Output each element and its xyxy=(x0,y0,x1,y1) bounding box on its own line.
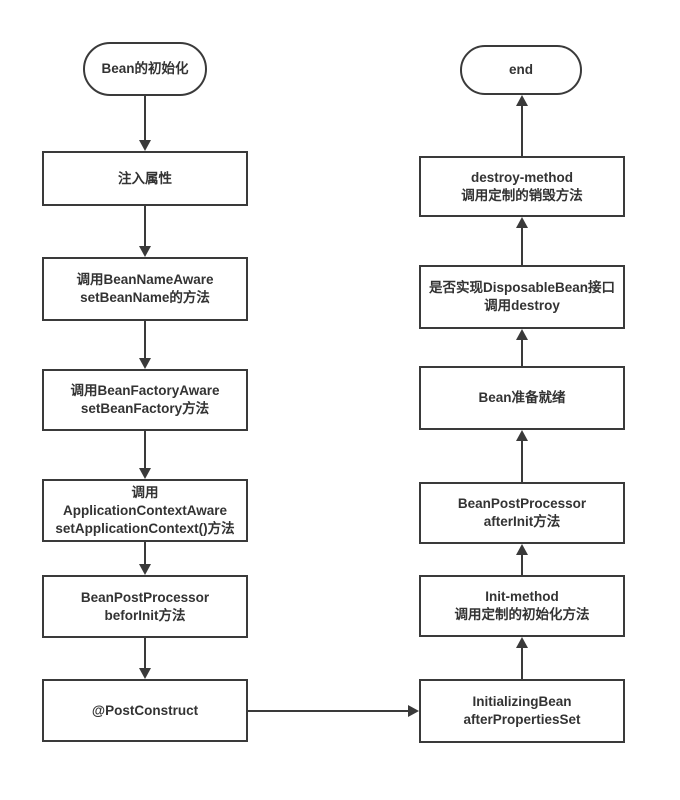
arrow-down-icon xyxy=(139,564,151,575)
node-bean-ready: Bean准备就绪 xyxy=(419,366,625,430)
flow-arrow-line xyxy=(144,206,146,246)
arrow-down-icon xyxy=(139,668,151,679)
flow-arrow-line xyxy=(144,321,146,358)
node-start-bean-init: Bean的初始化 xyxy=(83,42,207,96)
flow-arrow-line xyxy=(144,638,146,668)
arrow-up-icon xyxy=(516,430,528,441)
arrow-right-icon xyxy=(408,705,419,717)
flow-arrow-line xyxy=(521,340,523,366)
arrow-up-icon xyxy=(516,217,528,228)
node-application-context-aware: 调用 ApplicationContextAware setApplicatio… xyxy=(42,479,248,542)
arrow-up-icon xyxy=(516,544,528,555)
node-init-method: Init-method 调用定制的初始化方法 xyxy=(419,575,625,637)
flow-arrow-line xyxy=(144,96,146,140)
arrow-down-icon xyxy=(139,140,151,151)
node-post-construct: @PostConstruct xyxy=(42,679,248,742)
flow-arrow-line xyxy=(521,228,523,265)
arrow-down-icon xyxy=(139,468,151,479)
flow-arrow-line xyxy=(521,648,523,679)
node-bean-name-aware: 调用BeanNameAware setBeanName的方法 xyxy=(42,257,248,321)
node-initializing-bean: InitializingBean afterPropertiesSet xyxy=(419,679,625,743)
arrow-down-icon xyxy=(139,358,151,369)
arrow-down-icon xyxy=(139,246,151,257)
node-end: end xyxy=(460,45,582,95)
flow-arrow-line xyxy=(248,710,408,712)
node-bean-factory-aware: 调用BeanFactoryAware setBeanFactory方法 xyxy=(42,369,248,431)
node-disposable-bean: 是否实现DisposableBean接口 调用destroy xyxy=(419,265,625,329)
node-beanpostprocessor-after-init: BeanPostProcessor afterInit方法 xyxy=(419,482,625,544)
arrow-up-icon xyxy=(516,95,528,106)
flow-arrow-line xyxy=(521,555,523,575)
node-beanpostprocessor-before-init: BeanPostProcessor beforInit方法 xyxy=(42,575,248,638)
arrow-up-icon xyxy=(516,637,528,648)
flow-arrow-line xyxy=(521,106,523,156)
flow-arrow-line xyxy=(144,542,146,564)
flow-arrow-line xyxy=(521,441,523,482)
flow-arrow-line xyxy=(144,431,146,468)
node-destroy-method: destroy-method 调用定制的销毁方法 xyxy=(419,156,625,217)
node-inject-properties: 注入属性 xyxy=(42,151,248,206)
arrow-up-icon xyxy=(516,329,528,340)
